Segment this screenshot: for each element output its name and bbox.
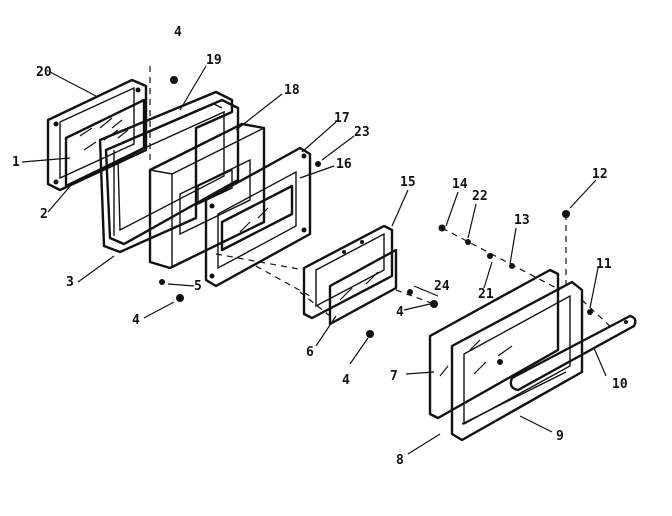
- callout-4-top: 4: [174, 25, 182, 40]
- part-9-door-outer-frame: [450, 280, 584, 442]
- assembly-lines: [149, 66, 613, 329]
- part-6-glass-pane: [328, 248, 398, 326]
- part-10-door-handle: [509, 314, 637, 392]
- part-16-window-glass: [220, 184, 294, 252]
- callout-19: 19: [206, 53, 222, 68]
- callout-4-middle: 4: [396, 305, 404, 320]
- callout-10: 10: [612, 377, 628, 392]
- callout-5: 5: [194, 279, 202, 294]
- callout-8: 8: [396, 453, 404, 468]
- callout-11: 11: [596, 257, 612, 272]
- leader-lines: [21, 65, 607, 455]
- callout-4-left: 4: [132, 313, 140, 328]
- part-17-door-panel: [204, 146, 312, 288]
- callout-18: 18: [284, 83, 300, 98]
- callout-24: 24: [434, 279, 450, 294]
- part-20-inner-door-panel: [46, 78, 148, 192]
- callout-23: 23: [354, 125, 370, 140]
- part-18-insulation-box: [148, 122, 266, 270]
- callout-14: 14: [452, 177, 468, 192]
- callout-22: 22: [472, 189, 488, 204]
- callout-16: 16: [336, 157, 352, 172]
- callout-1: 1: [12, 155, 20, 170]
- part-3-door-frame: [104, 98, 240, 246]
- callout-12: 12: [592, 167, 608, 182]
- callout-2: 2: [40, 207, 48, 222]
- callout-17: 17: [334, 111, 350, 126]
- callout-7: 7: [390, 369, 398, 384]
- part-2-glass-pane: [64, 98, 146, 188]
- callout-20: 20: [36, 65, 52, 80]
- part-15-glass-frame: [302, 224, 394, 320]
- callouts: 4 20 19 18 17 23 16 1 2 3 5 4 15 14 22 1…: [12, 25, 628, 468]
- callout-3: 3: [66, 275, 74, 290]
- callout-4-lower: 4: [342, 373, 350, 388]
- callout-6: 6: [306, 345, 314, 360]
- callout-15: 15: [400, 175, 416, 190]
- part-7-outer-glass: [428, 268, 560, 420]
- callout-13: 13: [514, 213, 530, 228]
- callout-21: 21: [478, 287, 494, 302]
- callout-9: 9: [556, 429, 564, 444]
